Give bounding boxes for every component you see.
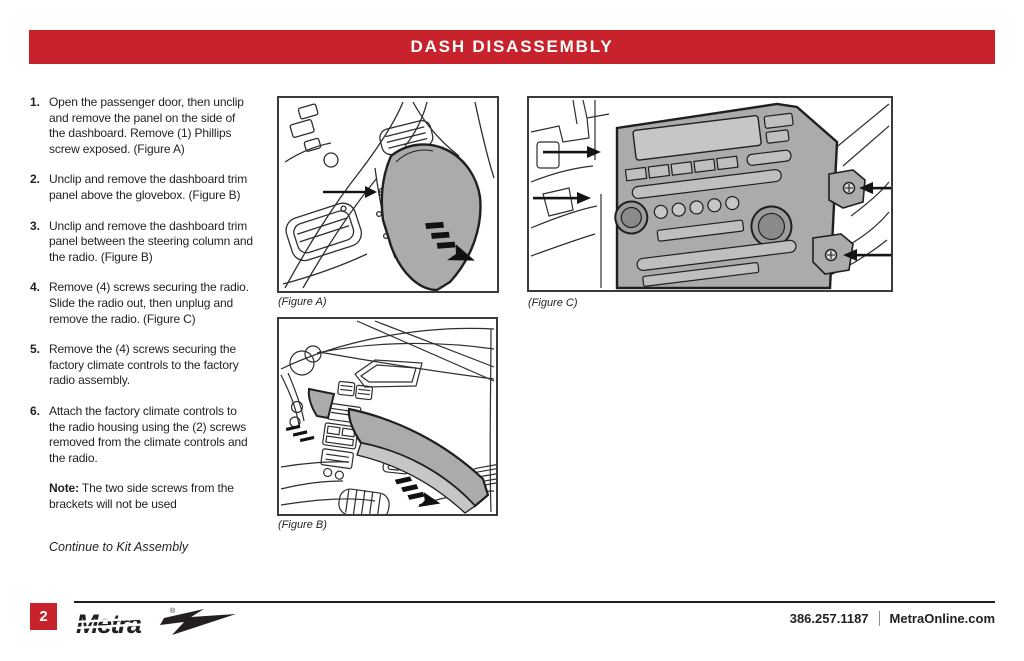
step-text: Unclip and remove the dashboard trim pan… — [49, 172, 248, 202]
screw-pointer-arrow-icon — [323, 186, 377, 198]
section-banner: DASH DISASSEMBLY — [29, 30, 995, 64]
instruction-step-1: 1. Open the passenger door, then unclip … — [30, 95, 262, 157]
motion-arrow-icon — [425, 221, 475, 261]
step-number: 4. — [30, 280, 41, 295]
step-text: Remove the (4) screws securing the facto… — [49, 342, 239, 388]
step-number: 1. — [30, 95, 41, 109]
screw-icon — [824, 181, 856, 262]
page-number: 2 — [39, 608, 48, 625]
screw-pointer-arrow-icon — [533, 146, 891, 261]
figure-a-caption: (Figure A) — [278, 296, 327, 308]
step-text: Open the passenger door, then unclip and… — [49, 95, 244, 156]
instruction-step-2: 2. Unclip and remove the dashboard trim … — [30, 172, 262, 203]
logo-bolt-icon — [160, 609, 236, 635]
motion-arrow-icon — [285, 424, 315, 443]
phone-number: 386.257.1187 — [789, 610, 869, 626]
step-text: Remove (4) screws securing the radio. Sl… — [49, 280, 249, 326]
figure-c-box — [527, 96, 893, 292]
website-url: MetraOnline.com — [889, 610, 995, 626]
contact-divider — [878, 610, 880, 626]
page-number-badge: 2 — [30, 603, 57, 630]
step-text: Attach the factory climate controls to t… — [49, 403, 248, 465]
page-title: DASH DISASSEMBLY — [410, 37, 614, 56]
footer-divider — [74, 601, 995, 603]
note-text: The two side screws from the brackets wi… — [49, 481, 234, 511]
figure-a-box — [277, 96, 499, 293]
note-label: Note: — [49, 481, 79, 496]
instruction-list: 1. Open the passenger door, then unclip … — [30, 95, 262, 554]
registered-mark: ® — [170, 607, 176, 615]
note: Note: The two side screws from the brack… — [30, 481, 253, 512]
figure-c-illustration — [530, 99, 891, 290]
footer-contact: 386.257.1187 MetraOnline.com — [790, 608, 995, 628]
figure-b-illustration — [280, 320, 496, 514]
instruction-step-6: 6. Attach the factory climate controls t… — [30, 404, 262, 466]
instruction-step-5: 5. Remove the (4) screws securing the fa… — [30, 342, 262, 389]
step-number: 5. — [30, 342, 41, 357]
figure-a-illustration — [282, 101, 495, 291]
instruction-step-3: 3. Unclip and remove the dashboard trim … — [30, 219, 262, 266]
step-text: Unclip and remove the dashboard trim pan… — [49, 218, 253, 264]
step-number: 3. — [30, 218, 41, 233]
figure-b-caption: (Figure B) — [278, 519, 327, 531]
metra-logo: Metra ® — [75, 607, 236, 639]
steering-column-trim-panel — [307, 387, 336, 420]
motion-arrow-icon — [394, 476, 441, 508]
continue-text: Continue to Kit Assembly — [49, 540, 189, 555]
step-number: 6. — [30, 403, 41, 418]
step-number: 2. — [30, 172, 41, 187]
figure-b-box — [277, 317, 498, 516]
instruction-step-4: 4. Remove (4) screws securing the radio.… — [30, 280, 262, 327]
removed-side-panel — [380, 143, 482, 291]
figure-c-caption: (Figure C) — [528, 297, 578, 309]
